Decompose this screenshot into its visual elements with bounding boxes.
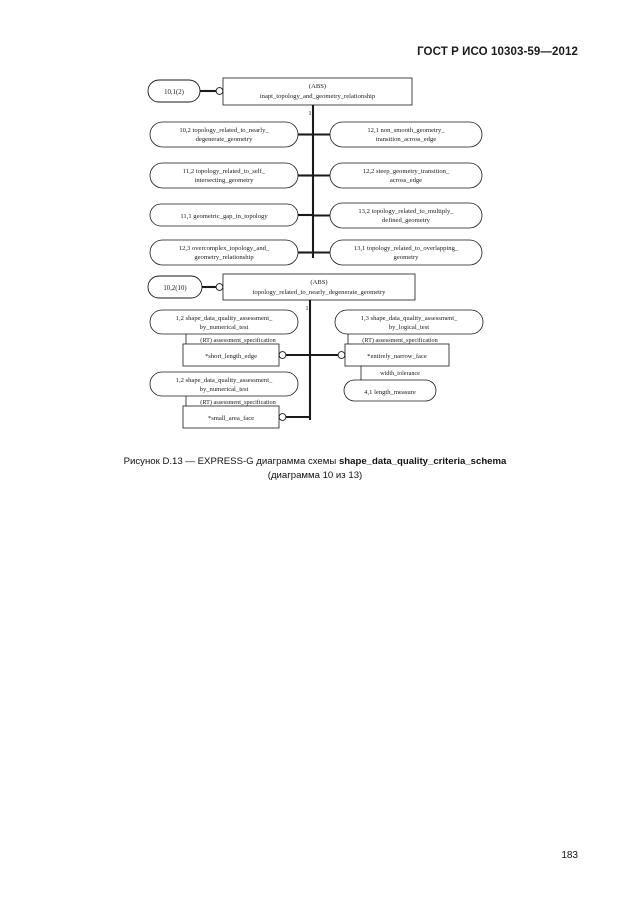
entity-box-inapt-topology-and-geometry-relationship: (ABS) inapt_topology_and_geometry_relati… xyxy=(222,77,413,106)
subtype-oval-right-4: 13,1 topology_related_to_overlapping_ ge… xyxy=(329,239,483,266)
node-entirely-narrow-face: *entirely_narrow_face xyxy=(344,343,450,367)
page-ref-label: 10,1(2) xyxy=(164,89,184,96)
attribute-label-assessment-specification-1: (RT) assessment_specification xyxy=(200,337,275,344)
subtype-label-line1: 11,2 topology_related_to_self_ xyxy=(183,168,266,175)
subtype-label-line2: defined_geometry xyxy=(382,217,431,224)
abs-marker-label: (ABS) xyxy=(310,279,327,286)
abs-marker-label: (ABS) xyxy=(309,83,326,90)
entity-name-label: inapt_topology_and_geometry_relationship xyxy=(260,93,376,100)
node-label-line2: by_numerical_test xyxy=(200,386,249,393)
node-label-line2: by_numerical_test xyxy=(200,324,249,331)
node-label-line1: 1,2 shape_data_quality_assessment_ xyxy=(176,377,273,384)
node-label: *small_area_face xyxy=(208,415,254,422)
page-ref-oval-10-1-2: 10,1(2) xyxy=(147,79,201,103)
subtype-label-line1: 10,2 topology_related_to_nearly_ xyxy=(179,127,269,134)
supertype-cardinality-label: 1 xyxy=(305,305,308,312)
node-label-line1: 1,3 shape_data_quality_assessment_ xyxy=(361,315,458,322)
entity-box-topology-related-to-nearly-degenerate-geometry: (ABS) topology_related_to_nearly_degener… xyxy=(222,273,416,301)
figure-caption: Рисунок D.13 — EXPRESS-G диаграмма схемы… xyxy=(0,455,630,483)
entity-name-label: topology_related_to_nearly_degenerate_ge… xyxy=(253,289,387,296)
node-label-line2: by_logical_test xyxy=(389,324,429,331)
relationship-circle-marker xyxy=(215,283,224,291)
node-label: *short_length_edge xyxy=(205,353,257,360)
attribute-label-assessment-specification-2: (RT) assessment_specification xyxy=(200,399,275,406)
page-ref-label: 10,2(10) xyxy=(163,285,186,292)
subtype-label-line2: geometry xyxy=(394,254,420,261)
node-short-length-edge: *short_length_edge xyxy=(182,343,280,367)
caption-schema-name: shape_data_quality_criteria_schema xyxy=(338,456,507,467)
attribute-label-width-tolerance: width_tolerance xyxy=(380,370,420,377)
subtype-label-line2: across_edge xyxy=(390,177,422,184)
node-left-assessment-2: 1,2 shape_data_quality_assessment_ by_nu… xyxy=(149,371,299,397)
subtype-label-line2: transition_across_edge xyxy=(376,136,436,143)
document-header-standard-number: ГОСТ Р ИСО 10303-59—2012 xyxy=(417,46,578,58)
subtype-oval-left-1: 10,2 topology_related_to_nearly_ degener… xyxy=(149,121,299,148)
subtype-label-line2: degenerate_geometry xyxy=(196,136,253,143)
subtype-label-line1: 13,1 topology_related_to_overlapping_ xyxy=(354,245,459,252)
node-small-area-face: *small_area_face xyxy=(182,405,280,429)
subtype-oval-left-2: 11,2 topology_related_to_self_ intersect… xyxy=(149,162,299,189)
page-ref-oval-10-2-10: 10,2(10) xyxy=(147,275,203,299)
express-g-diagram: 10,1(2) (ABS) inapt_topology_and_geometr… xyxy=(147,77,484,429)
subtype-oval-left-4: 12,3 overcomplex_topology_and_ geometry_… xyxy=(149,239,299,266)
node-label: 4,1 length_measure xyxy=(364,389,416,396)
subtype-oval-right-3: 13,2 topology_related_to_multiply_ defin… xyxy=(329,202,483,229)
subtype-oval-right-1: 12,1 non_smooth_geometry_ transition_acr… xyxy=(329,121,483,148)
subtype-label-line1: 12,2 steep_geometry_transition_ xyxy=(363,168,450,175)
relationship-circle-marker xyxy=(278,413,287,421)
subtype-oval-left-3: 11,1 geometric_gap_in_topology xyxy=(149,203,299,227)
supertype-cardinality-label: 1 xyxy=(308,110,311,117)
subtype-label-line2: geometry_relationship xyxy=(194,254,254,261)
node-label: *entirely_narrow_face xyxy=(367,353,427,360)
node-length-measure: 4,1 length_measure xyxy=(343,379,437,402)
node-right-assessment-1: 1,3 shape_data_quality_assessment_ by_lo… xyxy=(334,309,484,335)
page-number: 183 xyxy=(561,850,578,861)
subtype-label-line1: 12,1 non_smooth_geometry_ xyxy=(367,127,445,134)
subtype-oval-right-2: 12,2 steep_geometry_transition_ across_e… xyxy=(329,162,483,189)
subtype-label-line2: intersecting_geometry xyxy=(195,177,255,184)
relationship-circle-marker xyxy=(278,351,287,359)
subtype-label-line1: 11,1 geometric_gap_in_topology xyxy=(180,213,268,220)
node-label-line1: 1,2 shape_data_quality_assessment_ xyxy=(176,315,273,322)
caption-prefix: Рисунок D.13 — EXPRESS-G диаграмма схемы xyxy=(123,456,339,467)
subtype-label-line1: 13,2 topology_related_to_multiply_ xyxy=(358,208,454,215)
attribute-label-assessment-specification-3: (RT) assessment_specification xyxy=(362,337,437,344)
relationship-circle-marker xyxy=(337,351,346,359)
node-left-assessment-1: 1,2 shape_data_quality_assessment_ by_nu… xyxy=(149,309,299,335)
subtype-label-line1: 12,3 overcomplex_topology_and_ xyxy=(179,245,270,252)
caption-subline: (диаграмма 10 из 13) xyxy=(267,470,363,481)
relationship-circle-marker xyxy=(215,87,224,95)
